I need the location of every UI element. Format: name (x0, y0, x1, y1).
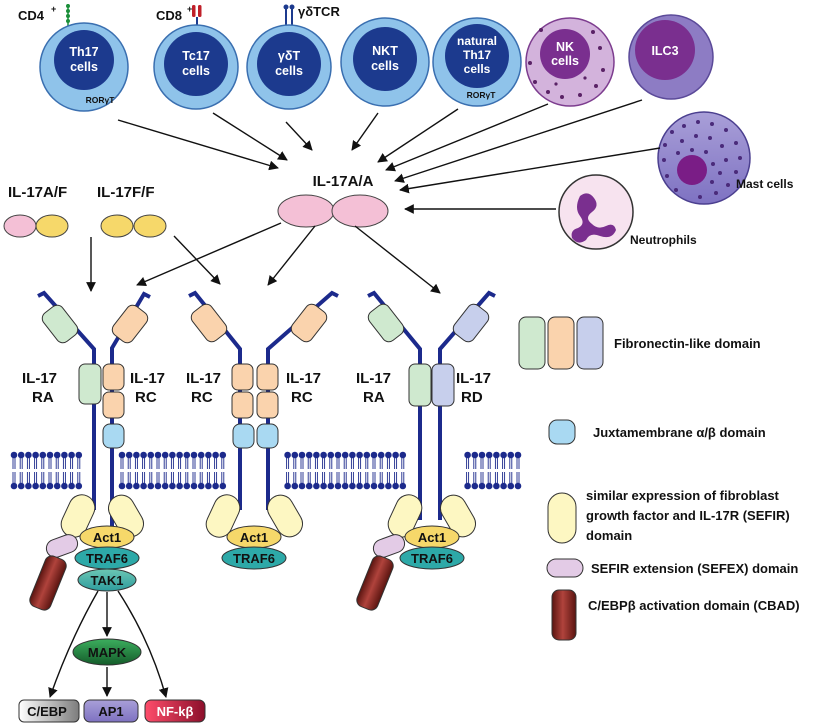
gdt-label-2: cells (275, 64, 303, 78)
legend-sefir: similar expression of fibroblast growth … (547, 488, 790, 544)
act1-node-3: Act1 (404, 525, 460, 549)
il17ff-label: IL-17F/F (97, 184, 155, 201)
receptor-ra-rd: IL-17 RA IL-17 RD (356, 290, 496, 611)
cytokine-to-receptor-arrows (86, 222, 441, 294)
cd4-sup: + (51, 4, 56, 14)
act1-label-1: Act1 (93, 530, 121, 545)
nfkb-label: NF-kβ (157, 704, 194, 719)
th17-label-1: Th17 (69, 45, 98, 59)
th17-cell: Th17 cells RORγT (39, 22, 129, 112)
ap1-output: AP1 (83, 699, 139, 723)
cd8-marker: CD8 + (156, 4, 202, 27)
legend-fibronectin: Fibronectin-like domain (518, 316, 761, 370)
traf6-label-3: TRAF6 (411, 551, 453, 566)
il17aa-dimer (277, 194, 389, 228)
traf6-label-1: TRAF6 (86, 551, 128, 566)
il17ff-dimer (100, 214, 167, 238)
r1-right-l2: RC (135, 389, 157, 406)
receptor-ra-rc: IL-17 RA IL-17 RC (22, 290, 165, 611)
traf6-node-2: TRAF6 (221, 546, 287, 570)
nth17-label-3: cells (464, 62, 491, 76)
act1-node-2: Act1 (226, 525, 282, 549)
traf6-node-1: TRAF6 (74, 546, 140, 570)
legend-sefir-l1: similar expression of fibroblast (586, 488, 780, 503)
legend: Fibronectin-like domain Juxtamembrane α/… (518, 316, 800, 641)
natural-th17-cell: natural Th17 cells RORγT (432, 17, 522, 107)
r1-right-l1: IL-17 (130, 370, 165, 387)
nk-label-1: NK (556, 40, 574, 54)
legend-cbad-label: C/EBPβ activation domain (CBAD) (588, 598, 800, 613)
gdtcr-marker: γδTCR (283, 4, 340, 26)
legend-sefex: SEFIR extension (SEFEX) domain (546, 558, 798, 578)
nkt-label-2: cells (371, 59, 399, 73)
nk-cell: NK cells (525, 17, 615, 107)
legend-sefir-l3: domain (586, 528, 632, 543)
r3-right-l2: RD (461, 389, 483, 406)
il17aa-label: IL-17A/A (313, 173, 374, 190)
il17af-dimer (3, 214, 69, 238)
tc17-label-2: cells (182, 64, 210, 78)
r2-left-l1: IL-17 (186, 370, 221, 387)
neutrophil-cell: Neutrophils (558, 174, 697, 250)
legend-cbad: C/EBPβ activation domain (CBAD) (551, 589, 800, 641)
ilc3-label: ILC3 (651, 44, 678, 58)
receptor-rc-rc: IL-17 RC IL-17 RC (186, 290, 339, 538)
cd4-label: CD4 (18, 8, 45, 23)
cell-membrane (10, 451, 522, 490)
legend-sefex-label: SEFIR extension (SEFEX) domain (591, 561, 798, 576)
tak1-label: TAK1 (91, 573, 124, 588)
act1-label-3: Act1 (418, 530, 446, 545)
cebp-output: C/EBP (18, 699, 80, 723)
r3-right-l1: IL-17 (456, 370, 491, 387)
nth17-rorgt: RORγT (467, 90, 497, 100)
act1-label-2: Act1 (240, 530, 268, 545)
neutrophil-label: Neutrophils (630, 233, 697, 247)
tc17-label-1: Tc17 (182, 49, 210, 63)
traf6-label-2: TRAF6 (233, 551, 275, 566)
legend-sefir-l2: growth factor and IL-17R (SEFIR) (586, 508, 790, 523)
mast-label: Mast cells (736, 177, 794, 191)
ilc3-cell: ILC3 (628, 14, 714, 100)
nkt-cell: NKT cells (340, 17, 430, 107)
nk-label-2: cells (551, 54, 579, 68)
tak1-node: TAK1 (77, 568, 137, 592)
nfkb-output: NF-kβ (144, 699, 206, 723)
r3-left-l1: IL-17 (356, 370, 391, 387)
cd8-sup: + (187, 4, 192, 14)
r1-left-l1: IL-17 (22, 370, 57, 387)
gdt-cell: γδT cells (246, 24, 332, 110)
traf6-node-3: TRAF6 (399, 546, 465, 570)
gdt-label-1: γδT (278, 49, 301, 63)
cd4-marker: CD4 + (18, 4, 70, 36)
r2-right-l1: IL-17 (286, 370, 321, 387)
act1-node-1: Act1 (79, 525, 135, 549)
legend-fibronectin-label: Fibronectin-like domain (614, 336, 761, 351)
r3-left-l2: RA (363, 389, 385, 406)
gdtcr-label: γδTCR (298, 4, 340, 19)
cell-to-cytokine-arrows (117, 99, 661, 214)
ap1-label: AP1 (98, 704, 123, 719)
r2-right-l2: RC (291, 389, 313, 406)
th17-rorgt: RORγT (86, 95, 116, 105)
nth17-label-2: Th17 (463, 48, 491, 62)
downstream-arrows (48, 590, 169, 698)
nth17-label-1: natural (457, 34, 497, 48)
r2-left-l2: RC (191, 389, 213, 406)
legend-juxta-label: Juxtamembrane α/β domain (593, 425, 766, 440)
il17af-label: IL-17A/F (8, 184, 67, 201)
mapk-label: MAPK (88, 645, 127, 660)
cebp-label: C/EBP (27, 704, 67, 719)
legend-juxta: Juxtamembrane α/β domain (548, 419, 766, 445)
mast-cell: Mast cells (657, 111, 794, 205)
r1-left-l2: RA (32, 389, 54, 406)
nkt-label-1: NKT (372, 44, 398, 58)
cd8-label: CD8 (156, 8, 182, 23)
tc17-cell: Tc17 cells (153, 24, 239, 110)
mapk-node: MAPK (72, 638, 142, 666)
th17-label-2: cells (70, 60, 98, 74)
